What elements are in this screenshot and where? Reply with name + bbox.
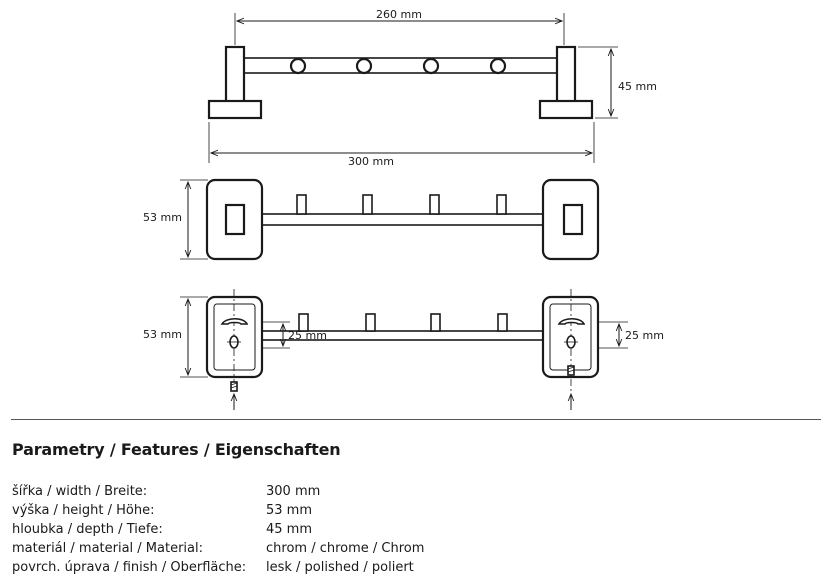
- spec-row-height: výška / height / Höhe: 53 mm: [12, 501, 612, 520]
- top-view: 260 mm 45 mm 300 mm: [207, 8, 657, 168]
- right-base: [538, 99, 594, 120]
- spec-value: 300 mm: [266, 484, 321, 499]
- spec-value: 53 mm: [266, 503, 313, 518]
- spec-value: 45 mm: [266, 522, 313, 537]
- spec-row-finish: povrch. úprava / finish / Oberfläche: le…: [12, 558, 612, 577]
- dimension-label-300: 300 mm: [348, 155, 394, 168]
- screw-icon: [567, 365, 575, 376]
- hook: [298, 313, 309, 332]
- dimension-label-45: 45 mm: [618, 80, 657, 93]
- hook: [430, 313, 441, 332]
- spec-value: chrom / chrome / Chrom: [266, 541, 425, 556]
- left-post: [224, 45, 246, 104]
- spec-row-width: šířka / width / Breite: 300 mm: [12, 482, 612, 501]
- features-table: šířka / width / Breite: 300 mm výška / h…: [12, 482, 612, 577]
- spec-label: povrch. úprava / finish / Oberfläche:: [12, 560, 247, 575]
- section-divider: [11, 419, 821, 420]
- technical-drawing: 260 mm 45 mm 300 mm 53 mm: [143, 8, 664, 410]
- hook-knob: [489, 57, 507, 75]
- mounting-view: 53 mm 25 mm: [143, 289, 664, 410]
- hook: [429, 194, 440, 215]
- spec-label: šířka / width / Breite:: [12, 484, 148, 499]
- hook: [362, 194, 373, 215]
- right-plate-post: [562, 203, 584, 236]
- spec-value: lesk / polished / poliert: [266, 560, 414, 575]
- dimension-label-53-back: 53 mm: [143, 328, 182, 341]
- hook-knob: [355, 57, 373, 75]
- hook: [365, 313, 376, 332]
- front-view: 53 mm: [143, 178, 600, 261]
- wall-screw-bracket: [220, 317, 249, 325]
- hook-knob: [289, 57, 307, 75]
- wall-screw-bracket: [557, 317, 586, 325]
- left-plate-post: [224, 203, 246, 236]
- hook: [296, 194, 307, 215]
- features-heading: Parametry / Features / Eigenschaften: [12, 440, 341, 459]
- spec-label: hloubka / depth / Tiefe:: [12, 522, 163, 537]
- spec-row-material: materiál / material / Material: chrom / …: [12, 539, 612, 558]
- dimension-label-25-left: 25 mm: [288, 329, 327, 342]
- hook-rail-bar: [241, 213, 567, 226]
- dimension-label-25-right: 25 mm: [625, 329, 664, 342]
- dimension-label-260: 260 mm: [376, 8, 422, 21]
- left-base: [207, 99, 263, 120]
- spec-row-depth: hloubka / depth / Tiefe: 45 mm: [12, 520, 612, 539]
- spec-label: materiál / material / Material:: [12, 541, 204, 556]
- hook: [496, 194, 507, 215]
- hook-knob: [422, 57, 440, 75]
- screw-icon: [230, 381, 238, 392]
- dimension-label-53-front: 53 mm: [143, 211, 182, 224]
- right-post: [555, 45, 577, 104]
- spec-label: výška / height / Höhe:: [12, 503, 155, 518]
- hook: [497, 313, 508, 332]
